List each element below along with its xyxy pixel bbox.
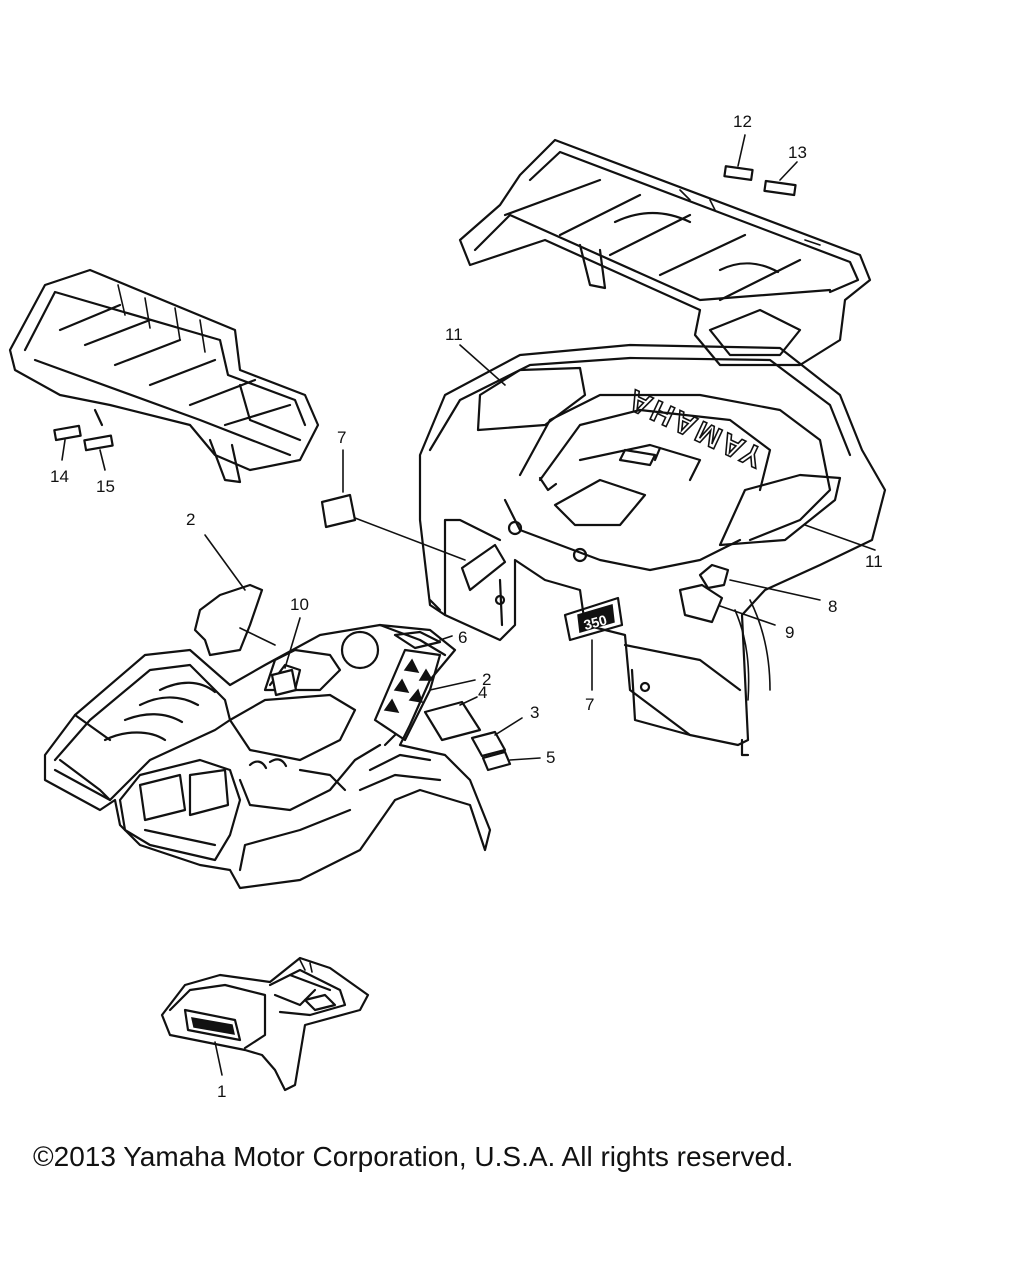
front-fender (43, 623, 492, 890)
callout-6: 6 (458, 628, 467, 647)
callout-12: 12 (733, 112, 752, 131)
decal-2-loose (193, 583, 264, 657)
copyright-notice: ©2013 Yamaha Motor Corporation, U.S.A. A… (33, 1141, 794, 1172)
decal-15 (83, 434, 114, 452)
rear-fender: YAMAHA (418, 343, 887, 757)
callout-2b: 2 (482, 670, 491, 689)
decal-13 (763, 179, 797, 197)
callout-9: 9 (785, 623, 794, 642)
callout-8: 8 (828, 597, 837, 616)
decal-3 (470, 730, 507, 758)
displacement-badge: 350 (563, 596, 624, 642)
callout-15: 15 (96, 477, 115, 496)
decal-10 (270, 668, 298, 697)
callout-5: 5 (546, 748, 555, 767)
callout-14: 14 (50, 467, 69, 486)
decal-12 (723, 165, 754, 181)
svg-text:350: 350 (582, 611, 609, 633)
decal-9 (678, 583, 724, 624)
callout-7b: 7 (585, 695, 594, 714)
decal-7-applied (460, 543, 507, 592)
callout-13: 13 (788, 143, 807, 162)
rear-carrier (458, 138, 872, 367)
callout-7a: 7 (337, 428, 346, 447)
decal-14 (53, 424, 82, 442)
decal-7-loose (320, 493, 357, 529)
decal-6 (393, 630, 442, 650)
decal-8 (698, 563, 730, 590)
callout-3: 3 (530, 703, 539, 722)
callout-11a: 11 (445, 325, 463, 344)
callout-4: 4 (478, 683, 487, 702)
front-panel (160, 956, 370, 1092)
decal-5 (481, 750, 512, 772)
callout-2a: 2 (186, 510, 195, 529)
callout-1: 1 (217, 1082, 226, 1101)
decal-2-applied (373, 648, 442, 742)
callout-11b: 11 (865, 552, 883, 571)
front-carrier (8, 268, 320, 484)
callout-10: 10 (290, 595, 309, 614)
decal-4 (423, 700, 482, 742)
